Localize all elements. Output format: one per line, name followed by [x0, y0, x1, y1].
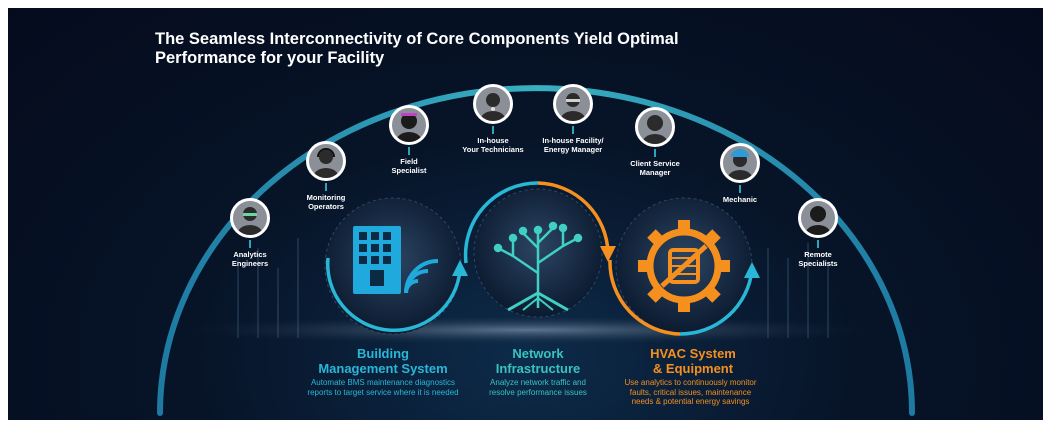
person-headset-icon — [473, 84, 513, 124]
hvac-title-line1: HVAC System — [650, 346, 736, 361]
network-flow-arrow-left — [463, 181, 539, 264]
persona-in-house-facility-manager: In-house Facility/Energy Manager — [518, 84, 628, 154]
page-title: The Seamless Interconnectivity of Core C… — [155, 30, 755, 68]
persona-label-line2: Specialist — [391, 165, 427, 175]
persona-label-line1: In-house — [477, 136, 509, 145]
title-line-2: Performance for your Facility — [155, 49, 385, 67]
person-female-icon — [798, 198, 838, 238]
network-title-line2: Infrastructure — [495, 361, 581, 376]
persona-label-line2: Your Technicians — [462, 144, 524, 154]
gear-wrench-icon — [638, 220, 730, 312]
hvac-title: HVAC System & Equipment — [618, 346, 768, 376]
persona-label-line1: Mechanic — [722, 195, 758, 204]
bms-desc-line2: reports to target service where it is ne… — [307, 387, 459, 397]
hvac-desc-line3: needs & potential energy savings — [631, 397, 750, 406]
persona-label-line1: Monitoring — [306, 193, 346, 202]
persona-label-line1: Analytics — [233, 250, 267, 259]
persona-label-line1: Remote — [804, 250, 832, 259]
person-glasses-icon — [553, 84, 593, 124]
hvac-flow-arrow-bottom — [608, 259, 681, 336]
persona-mechanic: Mechanic — [685, 143, 795, 205]
hvac-desc-line2: faults, critical issues, maintenance — [629, 387, 752, 397]
person-cap-icon — [720, 143, 760, 183]
network-desc-line2: resolve performance issues — [489, 387, 587, 397]
bms-title-line2: Management System — [318, 361, 448, 376]
persona-label-line2: Specialists — [798, 258, 838, 268]
network-arrow-head — [600, 246, 616, 262]
person-headset-icon — [306, 141, 346, 181]
hvac-arrow-head — [744, 262, 760, 278]
bms-arrow-head — [452, 260, 468, 276]
persona-label-line1: Field — [400, 157, 418, 166]
network-description: Analyze network traffic and resolve perf… — [473, 378, 603, 397]
network-title: Network Infrastructure — [468, 346, 608, 376]
network-desc-line1: Analyze network traffic and — [490, 378, 586, 387]
outer-arc — [157, 85, 915, 416]
person-headset-icon — [635, 107, 675, 147]
network-title-line1: Network — [512, 346, 564, 361]
persona-label-line1: In-house Facility/ — [542, 136, 604, 145]
data-stream-lines — [237, 238, 829, 338]
persona-label-line1: Client Service — [630, 159, 680, 168]
diagram-scene — [157, 85, 915, 416]
persona-label-line2: Energy Manager — [543, 144, 603, 154]
persona-label-line2: Operators — [308, 201, 344, 211]
title-line-1: The Seamless Interconnectivity of Core C… — [155, 30, 679, 48]
person-female-icon — [389, 105, 429, 145]
hvac-title-line2: & Equipment — [652, 361, 734, 376]
infographic-frame: The Seamless Interconnectivity of Core C… — [8, 8, 1043, 420]
bms-title: Building Management System — [298, 346, 468, 376]
network-tree-icon — [493, 221, 583, 312]
building-wifi-icon — [353, 226, 439, 294]
person-glasses-icon — [230, 198, 270, 238]
network-flow-arrow-right — [537, 181, 610, 254]
hvac-flow-arrow-right — [679, 269, 754, 336]
bms-title-line1: Building — [357, 346, 409, 361]
hvac-desc-line1: Use analytics to continuously monitor — [624, 378, 757, 387]
platform-ellipse — [188, 316, 868, 344]
bms-flow-arrow — [325, 257, 462, 332]
hvac-description: Use analytics to continuously monitor fa… — [603, 378, 778, 407]
persona-label-line2: Engineers — [231, 258, 269, 268]
bms-description: Automate BMS maintenance diagnostics rep… — [293, 378, 473, 397]
bms-desc-line1: Automate BMS maintenance diagnostics — [310, 378, 456, 387]
persona-label-line2: Manager — [639, 167, 671, 177]
